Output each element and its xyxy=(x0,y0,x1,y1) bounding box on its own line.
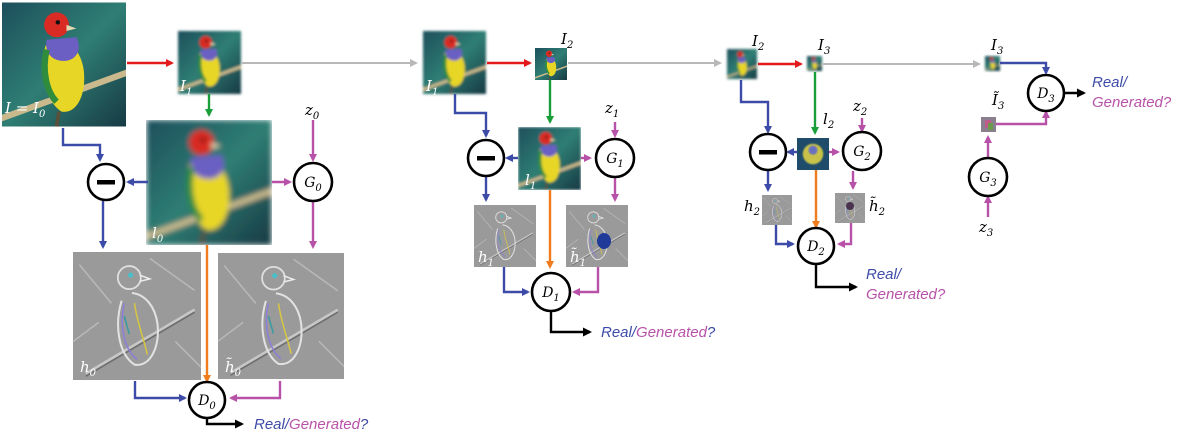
label-h0: h0 xyxy=(80,358,97,379)
image-h1-tilde xyxy=(566,205,628,267)
minus-circle-icon xyxy=(759,150,777,155)
high-pass-edge-icon xyxy=(762,195,792,225)
real-arrow-I2-to-minus xyxy=(739,80,772,134)
label-z0: z0 xyxy=(304,101,320,122)
image-I2-stage2 xyxy=(727,49,757,79)
verdict-D2-line1: Real/ xyxy=(866,266,903,283)
I3tilde-to-D3-arrow xyxy=(996,110,1050,126)
label-I-eq-I0: I = I0 xyxy=(4,99,46,120)
image-h2-tilde xyxy=(835,193,865,223)
minus-circle-icon xyxy=(477,156,495,161)
image-I2-stage1 xyxy=(535,48,567,80)
generator-G3: G3 xyxy=(967,156,1009,198)
verdict-D3-line1: Real/ xyxy=(1092,74,1129,91)
label-z1: z1 xyxy=(604,99,619,120)
h2-to-D2-arrow xyxy=(774,225,795,248)
h1-to-D1-arrow xyxy=(502,267,530,296)
h0tilde-to-D0-arrow xyxy=(229,381,282,402)
image-h2 xyxy=(762,195,792,225)
G2-label: G2 xyxy=(853,144,871,163)
image-I3-tilde xyxy=(981,117,996,132)
image-l0 xyxy=(140,120,278,245)
I3-to-D3-arrow xyxy=(1000,61,1050,75)
label-I2-stage1: I2 xyxy=(560,30,573,51)
verdict-D0: Real/Generated? xyxy=(254,416,369,431)
label-h2-tilde: h̃2 xyxy=(869,197,885,218)
discriminator-D1: D1 xyxy=(530,271,572,313)
subtract-node-0 xyxy=(86,162,126,202)
verdict-D1: Real/Generated? xyxy=(601,324,716,341)
D2-label: D2 xyxy=(806,239,825,258)
image-I3-stage2 xyxy=(807,56,822,71)
generator-G1: G1 xyxy=(594,137,636,179)
discriminator-D3: D3 xyxy=(1026,73,1066,113)
G3-label: G3 xyxy=(979,170,997,189)
label-I3-stage2: I3 xyxy=(817,36,830,57)
h1tilde-to-D1-arrow xyxy=(572,267,600,296)
label-h2: h2 xyxy=(744,197,760,218)
label-z2: z2 xyxy=(852,97,867,118)
bird-photo-icon xyxy=(807,56,822,71)
generator-G0: G0 xyxy=(292,161,334,203)
bird-photo-icon xyxy=(727,49,757,79)
minus-circle-icon xyxy=(97,180,115,185)
verdict-D2-line2: Generated? xyxy=(866,286,946,303)
D0-output-arrow xyxy=(205,418,244,429)
label-h1: h1 xyxy=(478,248,494,269)
bird-photo-icon xyxy=(985,56,1000,71)
image-l2 xyxy=(797,138,829,170)
image-h0 xyxy=(72,252,202,380)
label-I3-stage3: I3 xyxy=(990,36,1003,57)
subtract-node-2 xyxy=(748,132,788,172)
G0-label: G0 xyxy=(304,175,322,194)
D0-label: D0 xyxy=(197,393,216,412)
label-z3: z3 xyxy=(978,218,993,239)
h0-to-D0-arrow xyxy=(133,381,187,402)
D3-label: D3 xyxy=(1036,86,1055,105)
label-h1-tilde: h̃1 xyxy=(570,248,586,269)
label-h0-tilde: h̃0 xyxy=(225,358,242,379)
bird-photo-icon xyxy=(535,48,567,80)
label-l1: l1 xyxy=(525,171,536,192)
image-I3-stage3 xyxy=(985,56,1000,71)
D1-output-arrow xyxy=(549,312,592,337)
high-pass-edge-icon xyxy=(72,252,202,380)
label-I2-stage2: I2 xyxy=(751,32,764,53)
real-arrow-I0-to-minus xyxy=(61,128,104,162)
generator-G2: G2 xyxy=(841,130,883,172)
h2tilde-to-D2-arrow xyxy=(837,223,853,248)
blue-blob xyxy=(597,233,611,249)
D1-label: D1 xyxy=(541,285,560,304)
high-pass-edge-icon xyxy=(218,252,344,380)
label-l2: l2 xyxy=(823,110,834,131)
label-I3-tilde: Ĩ3 xyxy=(991,91,1004,112)
image-h0-tilde xyxy=(218,252,344,380)
verdict-D3-line2: Generated? xyxy=(1092,94,1172,111)
discriminator-D0: D0 xyxy=(187,380,227,420)
dark-blob xyxy=(846,202,854,210)
bird-photo-icon xyxy=(140,120,278,245)
discriminator-D2: D2 xyxy=(796,226,836,266)
label-l0: l0 xyxy=(152,224,164,245)
label-I1-stage1: I1 xyxy=(425,77,438,98)
real-arrow-I1-to-minus xyxy=(453,94,490,138)
subtract-node-1 xyxy=(466,138,506,178)
D2-output-arrow xyxy=(814,264,858,292)
label-I1-stage0: I1 xyxy=(179,77,192,98)
G1-label: G1 xyxy=(606,151,624,170)
